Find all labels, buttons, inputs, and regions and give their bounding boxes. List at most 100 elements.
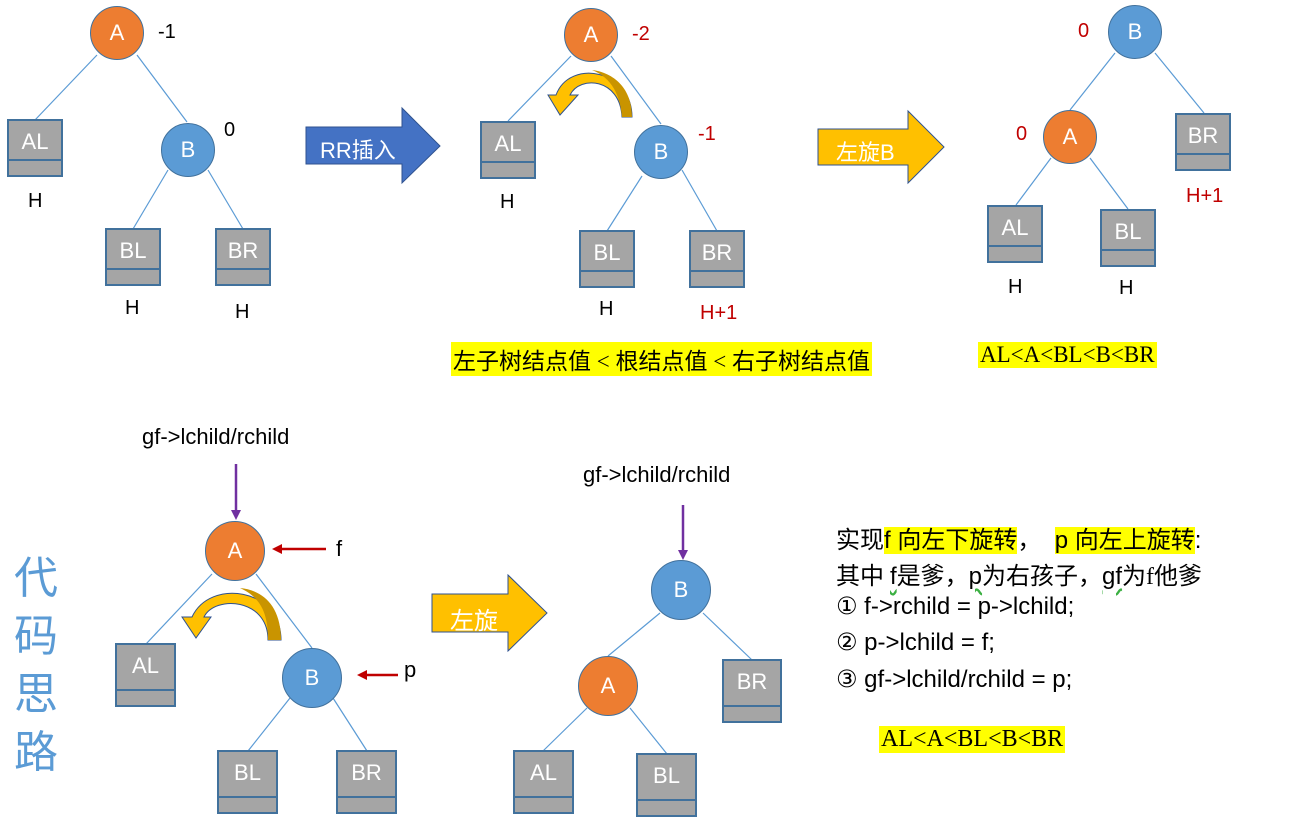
subtree-label: BL — [593, 240, 621, 265]
height-al: H — [500, 191, 515, 213]
subtree-bl[interactable]: BL — [579, 230, 635, 288]
node-b[interactable]: B — [282, 648, 342, 708]
order-text-top: AL<A<BL<B<BR — [978, 342, 1157, 368]
edge-b-a — [1069, 52, 1116, 111]
pointer-p-label: p — [404, 657, 417, 682]
edge-b-bl — [132, 169, 169, 230]
subtree-bar — [1177, 153, 1229, 169]
text-prefix: 实现 — [836, 528, 884, 554]
edge-a-bl — [629, 707, 668, 755]
highlight-f-rotate: f 向左下旋转 — [884, 527, 1018, 554]
gf-pointer-arrow-right — [678, 505, 688, 560]
node-b[interactable]: B — [161, 123, 215, 177]
edge-b-bl — [247, 697, 291, 752]
subtree-br[interactable]: BR — [722, 659, 782, 723]
subtree-bl[interactable]: BL — [1100, 209, 1156, 267]
node-a[interactable]: A — [564, 8, 618, 62]
height-al: H — [28, 190, 43, 212]
node-a[interactable]: A — [90, 6, 144, 60]
edge-a-al — [507, 55, 572, 122]
subtree-label: AL — [1001, 215, 1029, 240]
subtree-bar — [219, 796, 276, 812]
edge-b-br — [702, 612, 753, 661]
explanation-line-2: 其中 f是爹，p为右孩子，gf为f他爹 — [836, 556, 1202, 591]
rr-insert-arrow-label: RR插入 — [320, 138, 396, 163]
subtree-br[interactable]: BR — [1175, 113, 1231, 171]
rotate-left-b-arrow-label: 左旋B — [836, 140, 895, 165]
text-a: 其中 — [836, 564, 890, 590]
curved-rotation-arrow-top — [547, 70, 633, 118]
highlight-p-rotate: p 向左上旋转 — [1054, 527, 1195, 554]
curved-rotation-arrow-bottom — [181, 588, 282, 641]
balance-factor-a: -1 — [158, 21, 176, 43]
subtree-bl[interactable]: BL — [636, 753, 697, 817]
subtree-label: AL — [494, 131, 522, 156]
subtree-al[interactable]: AL — [115, 643, 176, 707]
subtree-bar — [117, 689, 174, 705]
rotate-left-arrow-label: 左旋 — [450, 608, 498, 635]
edge-b-br — [207, 169, 244, 230]
edge-a-al — [34, 54, 98, 121]
side-title-char: 思 — [14, 670, 58, 719]
text-f: f — [890, 563, 897, 590]
text-b: 是爹， — [896, 564, 969, 590]
pointer-f-label: f — [336, 536, 343, 561]
subtree-label: BL — [234, 760, 261, 785]
subtree-br[interactable]: BR — [215, 228, 271, 286]
subtree-br[interactable]: BR — [336, 750, 397, 814]
subtree-bl[interactable]: BL — [217, 750, 278, 814]
subtree-label: BR — [701, 240, 733, 265]
subtree-bar — [581, 270, 633, 286]
subtree-bar — [107, 268, 159, 284]
subtree-al[interactable]: AL — [987, 205, 1043, 263]
balance-factor-a: 0 — [1016, 123, 1028, 145]
subtree-al[interactable]: AL — [513, 750, 574, 814]
subtree-br[interactable]: BR — [689, 230, 745, 288]
node-a[interactable]: A — [1043, 110, 1097, 164]
edge-b-a — [607, 612, 661, 657]
subtree-label: AL — [132, 653, 159, 678]
node-b[interactable]: B — [634, 125, 688, 179]
edge-b-bl — [606, 175, 643, 232]
side-title: 代 码 思 路 — [14, 550, 58, 782]
subtree-al[interactable]: AL — [7, 119, 63, 177]
edge-a-al — [145, 573, 213, 645]
subtree-label: BR — [227, 238, 259, 263]
p-pointer-arrow — [357, 670, 398, 680]
step-2: ② p->lchild = f; — [836, 629, 995, 656]
edge-a-b — [255, 573, 313, 649]
text-d: 为f他爹 — [1122, 564, 1203, 590]
edge-b-br — [332, 697, 368, 752]
subtree-label: BR — [351, 760, 382, 785]
balance-factor-b: 0 — [224, 119, 236, 141]
subtree-bar — [9, 159, 61, 175]
gf-pointer-label: gf->lchild/rchild — [583, 462, 731, 487]
subtree-al[interactable]: AL — [480, 121, 536, 179]
side-title-char: 代 — [14, 554, 58, 603]
height-al: H — [1008, 276, 1023, 298]
node-a[interactable]: A — [578, 656, 638, 716]
subtree-label: BR — [1187, 123, 1219, 148]
subtree-bar — [724, 705, 780, 721]
height-bl: H — [599, 298, 614, 320]
subtree-label: BL — [1114, 219, 1142, 244]
subtree-bl[interactable]: BL — [105, 228, 161, 286]
balance-factor-b: -1 — [698, 123, 716, 145]
text-suffix: : — [1194, 527, 1202, 554]
node-b[interactable]: B — [651, 560, 711, 620]
side-title-char: 码 — [14, 612, 58, 661]
subtree-label: BL — [119, 238, 147, 263]
edge-a-al — [1015, 157, 1052, 206]
height-br: H+1 — [1186, 185, 1224, 207]
subtree-bar — [1102, 249, 1154, 265]
order-text-bottom: AL<A<BL<B<BR — [879, 726, 1066, 753]
bst-rule-text: 左子树结点值 < 根结点值 < 右子树结点值 — [451, 342, 872, 376]
height-bl: H — [125, 297, 140, 319]
node-b[interactable]: B — [1108, 5, 1162, 59]
text-c: 为右孩子， — [982, 564, 1103, 590]
height-br: H+1 — [700, 302, 738, 324]
text-p: p — [968, 563, 983, 590]
subtree-bar — [515, 796, 572, 812]
node-a[interactable]: A — [205, 521, 265, 581]
subtree-label: AL — [21, 129, 49, 154]
